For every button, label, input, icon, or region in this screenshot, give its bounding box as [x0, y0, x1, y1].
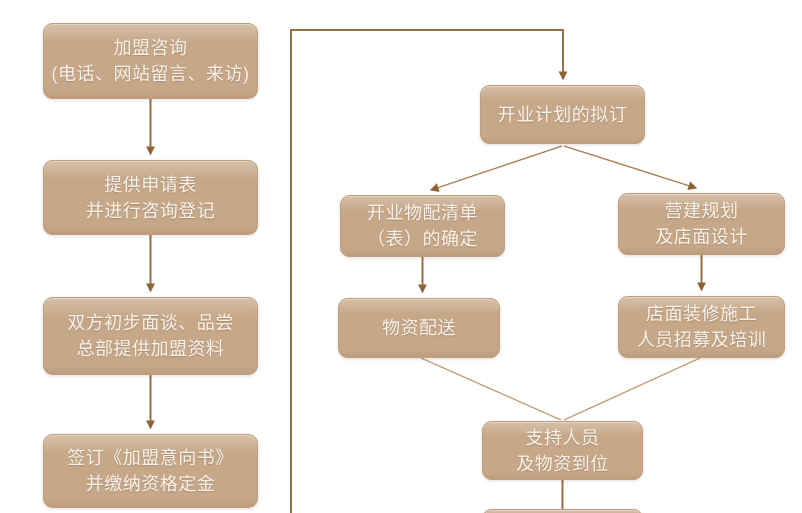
line-renovation-to-support — [563, 357, 701, 421]
node-support-line2: 及物资到位 — [516, 453, 609, 474]
node-supplies-list-line2: （表）的确定 — [367, 229, 478, 249]
node-intent: 签订《加盟意向书》 并缴纳资格定金 — [43, 434, 258, 508]
node-next-step-partial — [482, 509, 643, 513]
line-delivery-to-support — [420, 357, 562, 421]
connector-left-flow-to-opening-plan — [290, 29, 568, 513]
node-delivery-line1: 物资配送 — [382, 318, 456, 338]
node-application: 提供申请表 并进行咨询登记 — [43, 160, 258, 235]
node-delivery: 物资配送 — [338, 298, 500, 358]
node-construction: 营建规划 及店面设计 — [618, 193, 785, 255]
node-consultation: 加盟咨询 (电话、网站留言、来访) — [43, 23, 258, 99]
arrow-opening-plan-to-construction — [563, 145, 698, 190]
node-opening-plan: 开业计划的拟订 — [480, 85, 645, 144]
node-interview-line2: 总部提供加盟资料 — [76, 339, 225, 359]
node-supplies-list-line1: 开业物配清单 — [367, 203, 478, 223]
node-interview-line1: 双方初步面谈、品尝 — [67, 313, 234, 333]
node-application-line1: 提供申请表 — [104, 174, 197, 195]
node-consultation-line1: 加盟咨询 — [113, 38, 188, 58]
node-construction-line1: 营建规划 — [664, 201, 739, 221]
node-construction-line2: 及店面设计 — [655, 227, 748, 247]
node-intent-line1: 签订《加盟意向书》 — [67, 448, 234, 468]
node-support: 支持人员 及物资到位 — [482, 421, 643, 480]
node-support-line1: 支持人员 — [525, 427, 600, 448]
node-opening-plan-line1: 开业计划的拟订 — [497, 104, 628, 125]
node-renovation-line2: 人员招募及培训 — [636, 330, 767, 350]
node-application-line2: 并进行咨询登记 — [85, 200, 216, 221]
node-renovation-line1: 店面装修施工 — [646, 304, 757, 324]
node-supplies-list: 开业物配清单 （表）的确定 — [340, 195, 505, 257]
node-intent-line2: 并缴纳资格定金 — [85, 474, 216, 494]
node-consultation-line2: (电话、网站留言、来访) — [51, 64, 250, 84]
node-interview: 双方初步面谈、品尝 总部提供加盟资料 — [43, 297, 258, 375]
node-renovation: 店面装修施工 人员招募及培训 — [618, 296, 785, 358]
arrow-opening-plan-to-supplies-list — [429, 145, 563, 192]
